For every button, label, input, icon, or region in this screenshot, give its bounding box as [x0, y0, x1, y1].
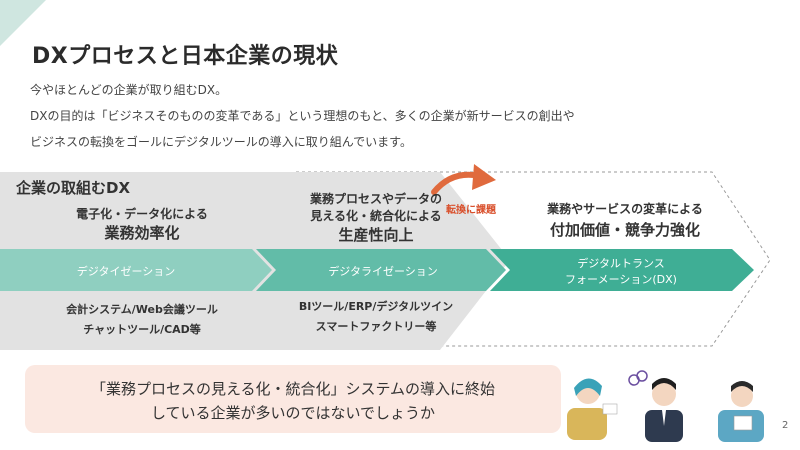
stage1-desc-line2: 業務効率化	[104, 224, 180, 242]
arrow2-label: デジタライゼーション	[328, 265, 438, 278]
stage1-tools-line2: チャットツール/CAD等	[83, 323, 201, 336]
arrow-digital-transformation	[490, 249, 754, 291]
woman-with-glasses-icon	[567, 378, 618, 440]
intro-line-1: 今やほとんどの企業が取り組むDX。	[30, 83, 228, 97]
diagram-heading: 企業の取組むDX	[16, 179, 131, 197]
stage2-desc-line2: 見える化・統合化による	[310, 209, 442, 223]
stage1-tools-line1: 会計システム/Web会議ツール	[66, 303, 218, 316]
page-number: 2	[782, 420, 789, 431]
arrow3-label-line2: フォーメーション(DX)	[565, 273, 677, 286]
arrow3-label-line1: デジタルトランス	[577, 257, 665, 270]
businessman-with-tablet-icon	[718, 381, 764, 442]
slide-title: DXプロセスと日本企業の現状	[32, 44, 339, 69]
stage3-desc-line1: 業務やサービスの変革による	[547, 202, 703, 216]
callout-line1: 「業務プロセスの見える化・統合化」システムの導入に終始	[90, 380, 496, 398]
arrow-digitalization	[256, 249, 506, 291]
stage3-desc-line2: 付加価値・競争力強化	[549, 221, 700, 239]
stage2-desc-line3: 生産性向上	[338, 226, 414, 244]
stage1-desc-line1: 電子化・データ化による	[76, 207, 208, 221]
corner-accent	[0, 0, 46, 46]
stage2-tools-line2: スマートファクトリー等	[315, 320, 437, 333]
transition-arrowhead	[472, 164, 496, 190]
arrow-digitization	[0, 249, 272, 291]
issue-label: 転換に課題	[446, 205, 496, 216]
stage2-desc-line1: 業務プロセスやデータの	[309, 192, 442, 206]
confused-businessman-icon	[628, 370, 683, 442]
arrow1-label: デジタイゼーション	[76, 265, 176, 278]
callout-line2: している企業が多いのではないでしょうか	[150, 404, 436, 422]
callout-box	[25, 365, 561, 433]
stage2-tools-line1: BIツール/ERP/デジタルツイン	[298, 300, 454, 313]
intro-line-3: ビジネスの転換をゴールにデジタルツールの導入に取り組んでいます。	[30, 135, 412, 149]
intro-line-2: DXの目的は「ビジネスそのものの変革である」という理想のもと、多くの企業が新サー…	[30, 109, 575, 123]
